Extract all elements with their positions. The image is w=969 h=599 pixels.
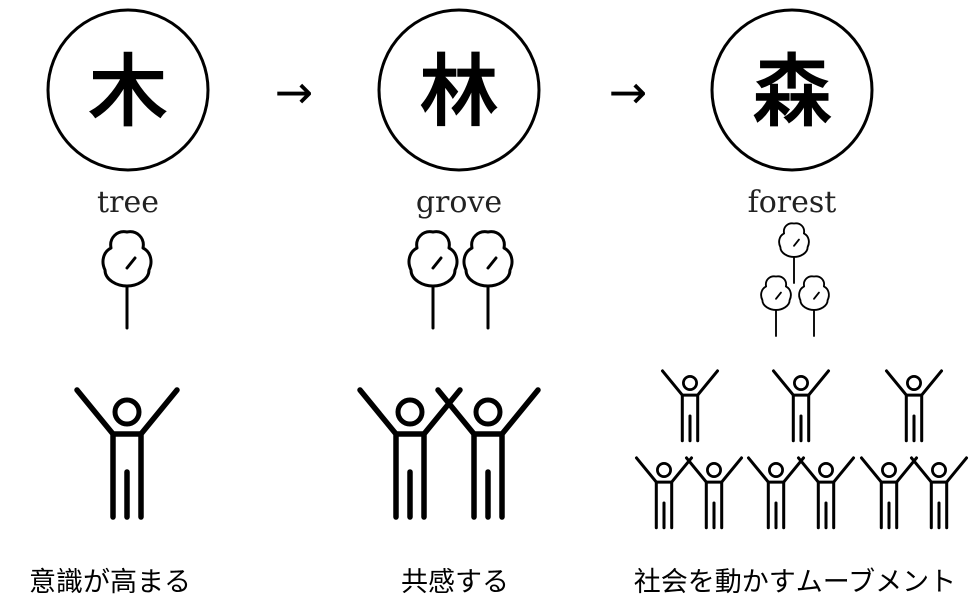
person-arms-raised-icon [771,369,831,443]
person-arms-raised-icon [360,390,460,517]
stage-grove: 林 grove [360,8,541,517]
caption-grove: 共感する [401,567,509,598]
person-arms-raised-icon [859,456,919,530]
arrow-icon: → [275,65,314,119]
person-arms-raised-icon [660,369,720,443]
caption-tree: 意識が高まる [29,567,191,598]
stage-tree: 木 tree [46,8,210,517]
person-arms-raised-icon [746,456,806,530]
word-tree: tree [97,185,159,220]
tree-icon [760,275,792,337]
kanji-circle [377,8,541,172]
person-arms-raised-icon [684,456,744,530]
word-grove: grove [416,185,502,220]
word-forest: forest [748,185,837,220]
kanji-circle [710,8,874,172]
kanji-tree: 木 [89,47,167,138]
caption-forest: 社会を動かすムーブメント [633,567,957,598]
person-arms-raised-icon [438,390,538,517]
person-arms-raised-icon [634,456,694,530]
tree-icon [101,230,153,330]
tree-icon [798,275,830,337]
tree-icon [462,230,514,330]
person-arms-raised-icon [884,369,944,443]
tree-icon [407,230,459,330]
person-arms-raised-icon [909,456,969,530]
kanji-grove: 林 [420,47,498,138]
tree-icon [778,222,810,284]
kanji-forest: 森 [753,47,832,138]
person-arms-raised-icon [796,456,856,530]
arrow-icon: → [609,65,648,119]
stage-forest: 森 forest [634,8,969,530]
kanji-circle [46,8,210,172]
person-arms-raised-icon [77,390,177,517]
